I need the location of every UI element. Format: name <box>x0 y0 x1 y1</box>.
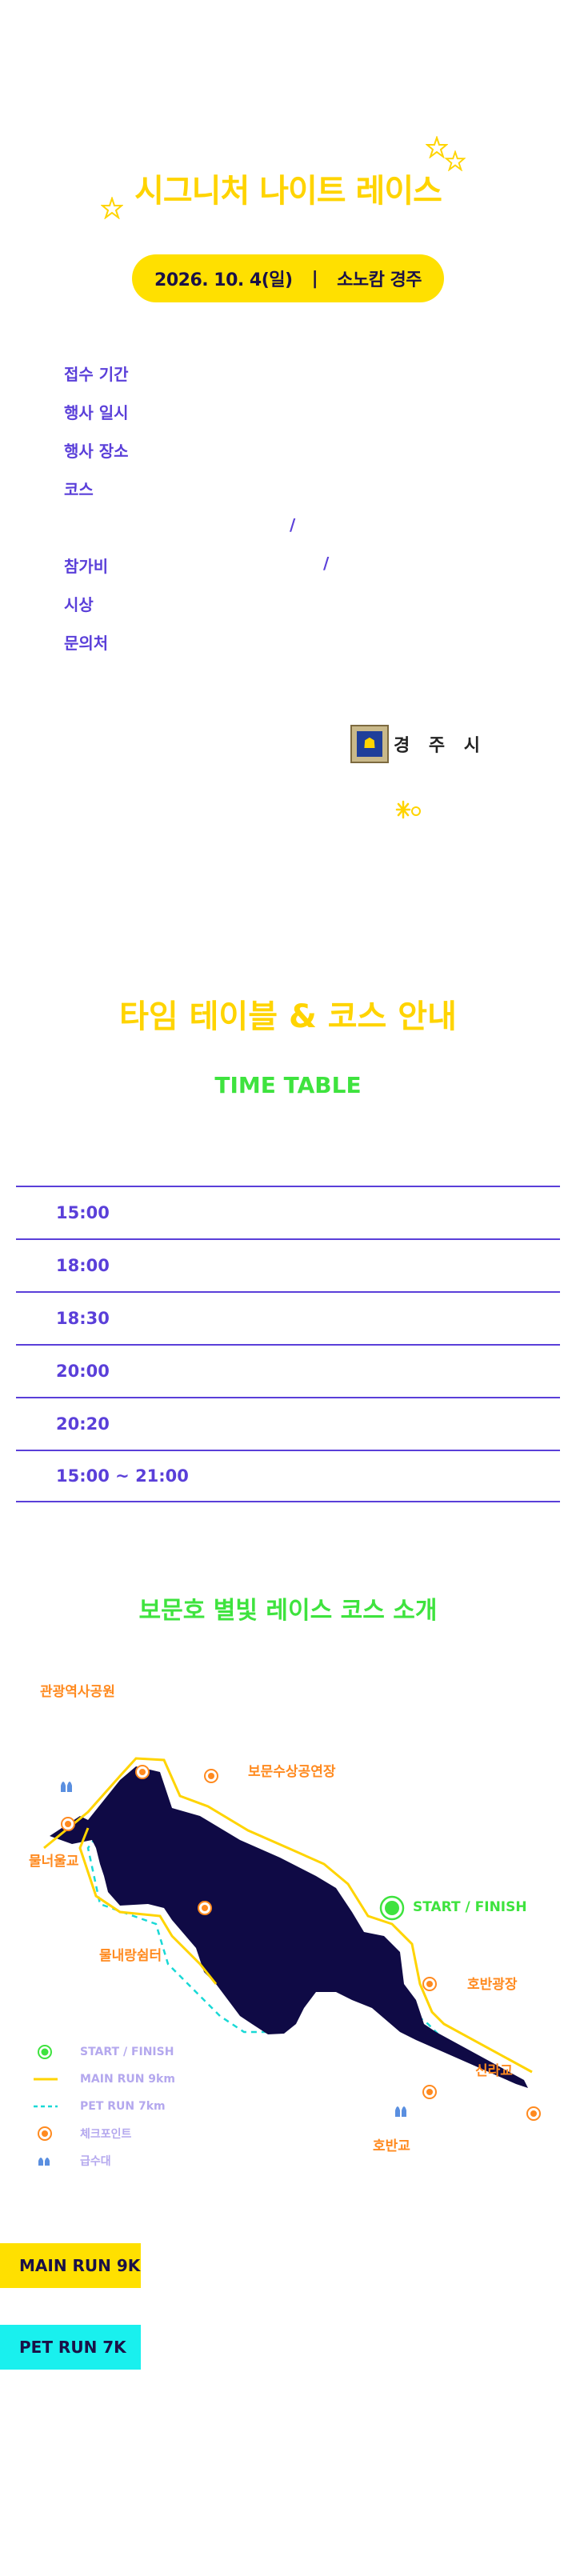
legend-item: START / FINISH <box>32 2038 175 2066</box>
legend-item: PET RUN 7km <box>32 2093 175 2120</box>
pet-run-route <box>86 1803 449 2045</box>
course-map <box>43 1757 541 2121</box>
water-station-icon <box>38 2158 50 2166</box>
info-label-registration: 접수 기간 <box>64 365 129 384</box>
table-row: 20:20 <box>16 1397 560 1450</box>
info-label-venue: 행사 장소 <box>64 442 129 461</box>
lake-shape <box>50 1766 528 2088</box>
event-date: 2026. 10. 4(일) <box>154 270 293 290</box>
star-icon <box>445 150 466 171</box>
event-date-badge: 2026. 10. 4(일) | 소노캄 경주 <box>132 254 444 302</box>
label-shelter: 물내랑쉼터 <box>99 1948 162 1964</box>
table-row: 15:00 <box>16 1186 560 1238</box>
label-hoban-bridge: 호반교 <box>373 2138 410 2154</box>
star-icon <box>426 136 448 158</box>
course-section-title: 보문호 별빛 레이스 코스 소개 <box>138 1597 438 1625</box>
timetable-subtitle: TIME TABLE <box>214 1072 362 1098</box>
timetable-section-title: 타임 테이블 & 코스 안내 <box>119 998 457 1035</box>
time-cell: 20:00 <box>56 1362 110 1381</box>
timetable: 15:00 18:00 18:30 20:00 20:20 15:00 ~ 21… <box>16 1186 560 1502</box>
legend-text: PET RUN 7km <box>80 2100 166 2113</box>
label-silla-bridge: 신라교 <box>475 2063 513 2079</box>
event-location: 소노캄 경주 <box>337 270 422 290</box>
star-icon <box>101 197 123 219</box>
main-run-line-icon <box>34 2078 58 2081</box>
main-run-route <box>43 1757 533 2074</box>
sparkle-icon <box>395 800 421 819</box>
legend-text: 급수대 <box>80 2155 111 2168</box>
legend-text: MAIN RUN 9km <box>80 2073 175 2086</box>
label-tourism-park: 관광역사공원 <box>40 1684 115 1700</box>
legend-item: 체크포인트 <box>32 2120 175 2147</box>
water-station-icon <box>61 1782 406 2117</box>
info-label-contact: 문의처 <box>64 634 109 653</box>
map-legend: START / FINISH MAIN RUN 9km PET RUN 7km … <box>32 2038 175 2174</box>
label-water-stage: 보문수상공연장 <box>248 1764 336 1780</box>
label-start-finish: START / FINISH <box>413 1899 527 1915</box>
main-run-tag: MAIN RUN 9K <box>0 2243 141 2288</box>
city-logo-text: 경 주 시 <box>394 736 487 756</box>
start-finish-icon <box>38 2045 52 2059</box>
info-label-course: 코스 <box>64 480 94 499</box>
legend-text: START / FINISH <box>80 2046 174 2058</box>
table-row: 18:00 <box>16 1238 560 1291</box>
info-label-datetime: 행사 일시 <box>64 403 129 422</box>
time-cell: 15:00 ~ 21:00 <box>56 1466 189 1486</box>
info-slash: / <box>323 554 330 573</box>
time-cell: 15:00 <box>56 1203 110 1222</box>
legend-item: MAIN RUN 9km <box>32 2066 175 2093</box>
city-emblem-icon: ☗ <box>350 725 389 763</box>
time-cell: 18:30 <box>56 1309 110 1328</box>
table-row: 18:30 <box>16 1291 560 1344</box>
info-label-award: 시상 <box>64 595 94 614</box>
checkpoint-icon <box>38 2126 52 2141</box>
legend-text: 체크포인트 <box>80 2128 132 2141</box>
label-bridge-west: 물너울교 <box>29 1854 79 1870</box>
event-title: 시그니처 나이트 레이스 <box>134 173 442 210</box>
table-row: 20:00 <box>16 1344 560 1397</box>
info-slash: / <box>290 515 296 534</box>
label-plaza: 호반광장 <box>467 1977 518 1993</box>
legend-item: 급수대 <box>32 2147 175 2174</box>
pet-run-line-icon <box>34 2105 58 2108</box>
pet-run-tag: PET RUN 7K <box>0 2325 141 2370</box>
info-label-fee: 참가비 <box>64 557 109 576</box>
date-separator: | <box>311 268 318 289</box>
time-cell: 20:20 <box>56 1414 110 1434</box>
table-row: 15:00 ~ 21:00 <box>16 1450 560 1502</box>
time-cell: 18:00 <box>56 1256 110 1275</box>
